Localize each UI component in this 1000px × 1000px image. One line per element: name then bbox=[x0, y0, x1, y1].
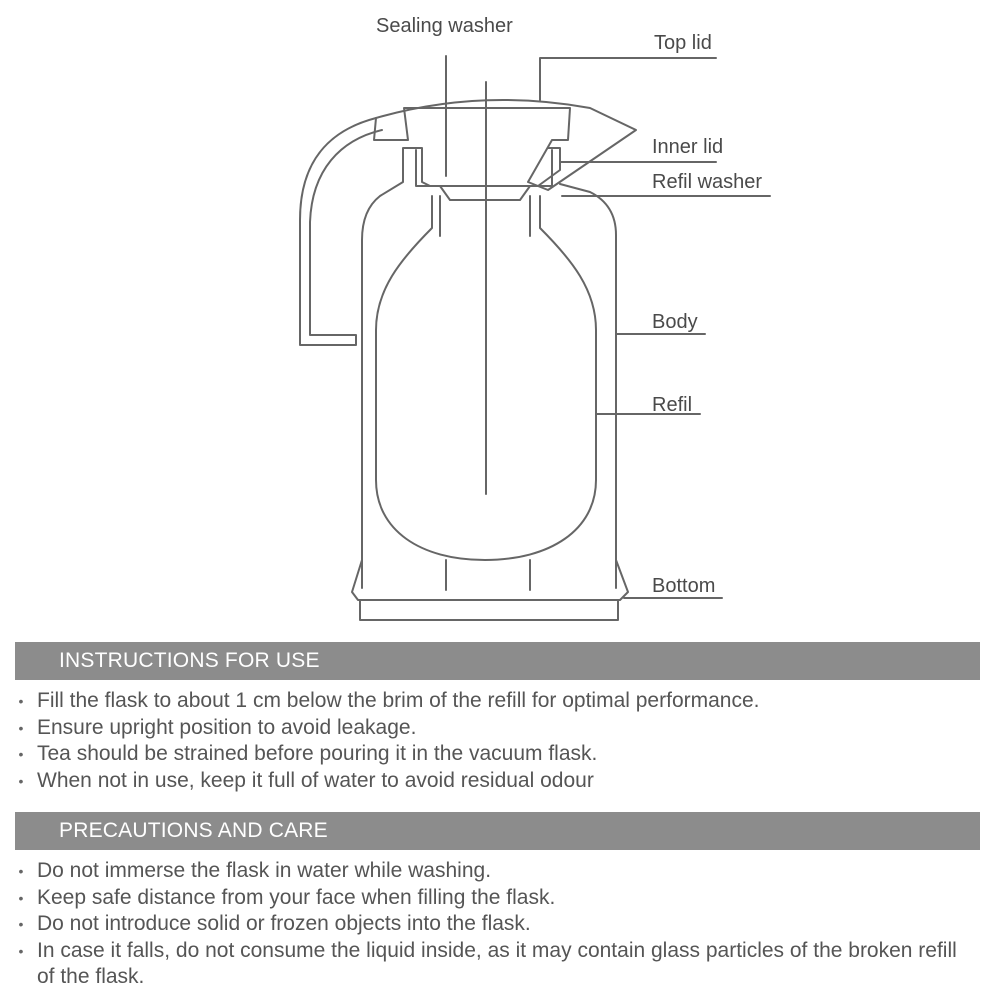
refill-neck bbox=[439, 195, 531, 237]
refil-washer-label: Refil washer bbox=[652, 171, 763, 193]
top-lid-label: Top lid bbox=[654, 32, 712, 54]
bottom-feet bbox=[361, 559, 617, 591]
list-item: • In case it falls, do not consume the li… bbox=[15, 938, 975, 991]
bullet-icon: • bbox=[18, 772, 24, 789]
bullet-icon: • bbox=[18, 746, 24, 762]
bullet-icon: • bbox=[18, 693, 24, 709]
bullet-icon: • bbox=[18, 889, 24, 906]
top-lid-leader bbox=[539, 57, 717, 101]
instruction-text: Tea should be strained before pouring it… bbox=[37, 742, 598, 765]
list-item: • Ensure upright position to avoid leakag… bbox=[15, 715, 975, 742]
sealing-washer-label: Sealing washer bbox=[376, 15, 513, 37]
list-item: • When not in use, keep it full of water … bbox=[15, 768, 975, 795]
list-item: • Tea should be strained before pouring i… bbox=[15, 741, 975, 768]
list-item: • Keep safe distance from your face when … bbox=[15, 885, 975, 912]
precautions-header: PRECAUTIONS AND CARE bbox=[15, 812, 980, 850]
instructions-header: INSTRUCTIONS FOR USE bbox=[15, 642, 980, 680]
precautions-title: PRECAUTIONS AND CARE bbox=[59, 819, 328, 842]
list-item: • Do not introduce solid or frozen object… bbox=[15, 911, 975, 938]
handle-shape bbox=[299, 117, 383, 346]
precaution-text: In case it falls, do not consume the liq… bbox=[37, 938, 957, 989]
inner-lid-label: Inner lid bbox=[652, 136, 724, 158]
bottom-label: Bottom bbox=[652, 575, 716, 597]
instruction-text: Ensure upright position to avoid leakage… bbox=[37, 715, 417, 739]
refil-label: Refil bbox=[652, 394, 693, 416]
bottom-base bbox=[359, 599, 619, 621]
instructions-title: INSTRUCTIONS FOR USE bbox=[59, 649, 320, 672]
instruction-text: Fill the flask to about 1 cm below the b… bbox=[37, 689, 760, 712]
precautions-list: • Do not immerse the flask in water while… bbox=[15, 858, 975, 991]
refill-shape bbox=[375, 195, 597, 561]
list-item: • Do not immerse the flask in water while… bbox=[15, 858, 975, 885]
precaution-text: Keep safe distance from your face when f… bbox=[37, 885, 556, 909]
bullet-icon: • bbox=[18, 916, 24, 932]
list-item: • Fill the flask to about 1 cm below the … bbox=[15, 688, 975, 715]
body-label: Body bbox=[652, 311, 698, 333]
instruction-text: When not in use, keep it full of water t… bbox=[37, 768, 594, 792]
precaution-text: Do not introduce solid or frozen objects… bbox=[37, 912, 531, 935]
flask-diagram: Sealing washer Top lid Inner lid Refil w… bbox=[299, 15, 771, 621]
precaution-text: Do not immerse the flask in water while … bbox=[37, 859, 492, 882]
bullet-icon: • bbox=[18, 719, 24, 736]
bullet-icon: • bbox=[18, 863, 24, 879]
top-lid-shape bbox=[373, 99, 637, 191]
bullet-icon: • bbox=[18, 942, 24, 959]
instructions-list: • Fill the flask to about 1 cm below the … bbox=[15, 688, 975, 794]
body-shape bbox=[351, 147, 629, 601]
flask-drawing bbox=[299, 55, 771, 621]
